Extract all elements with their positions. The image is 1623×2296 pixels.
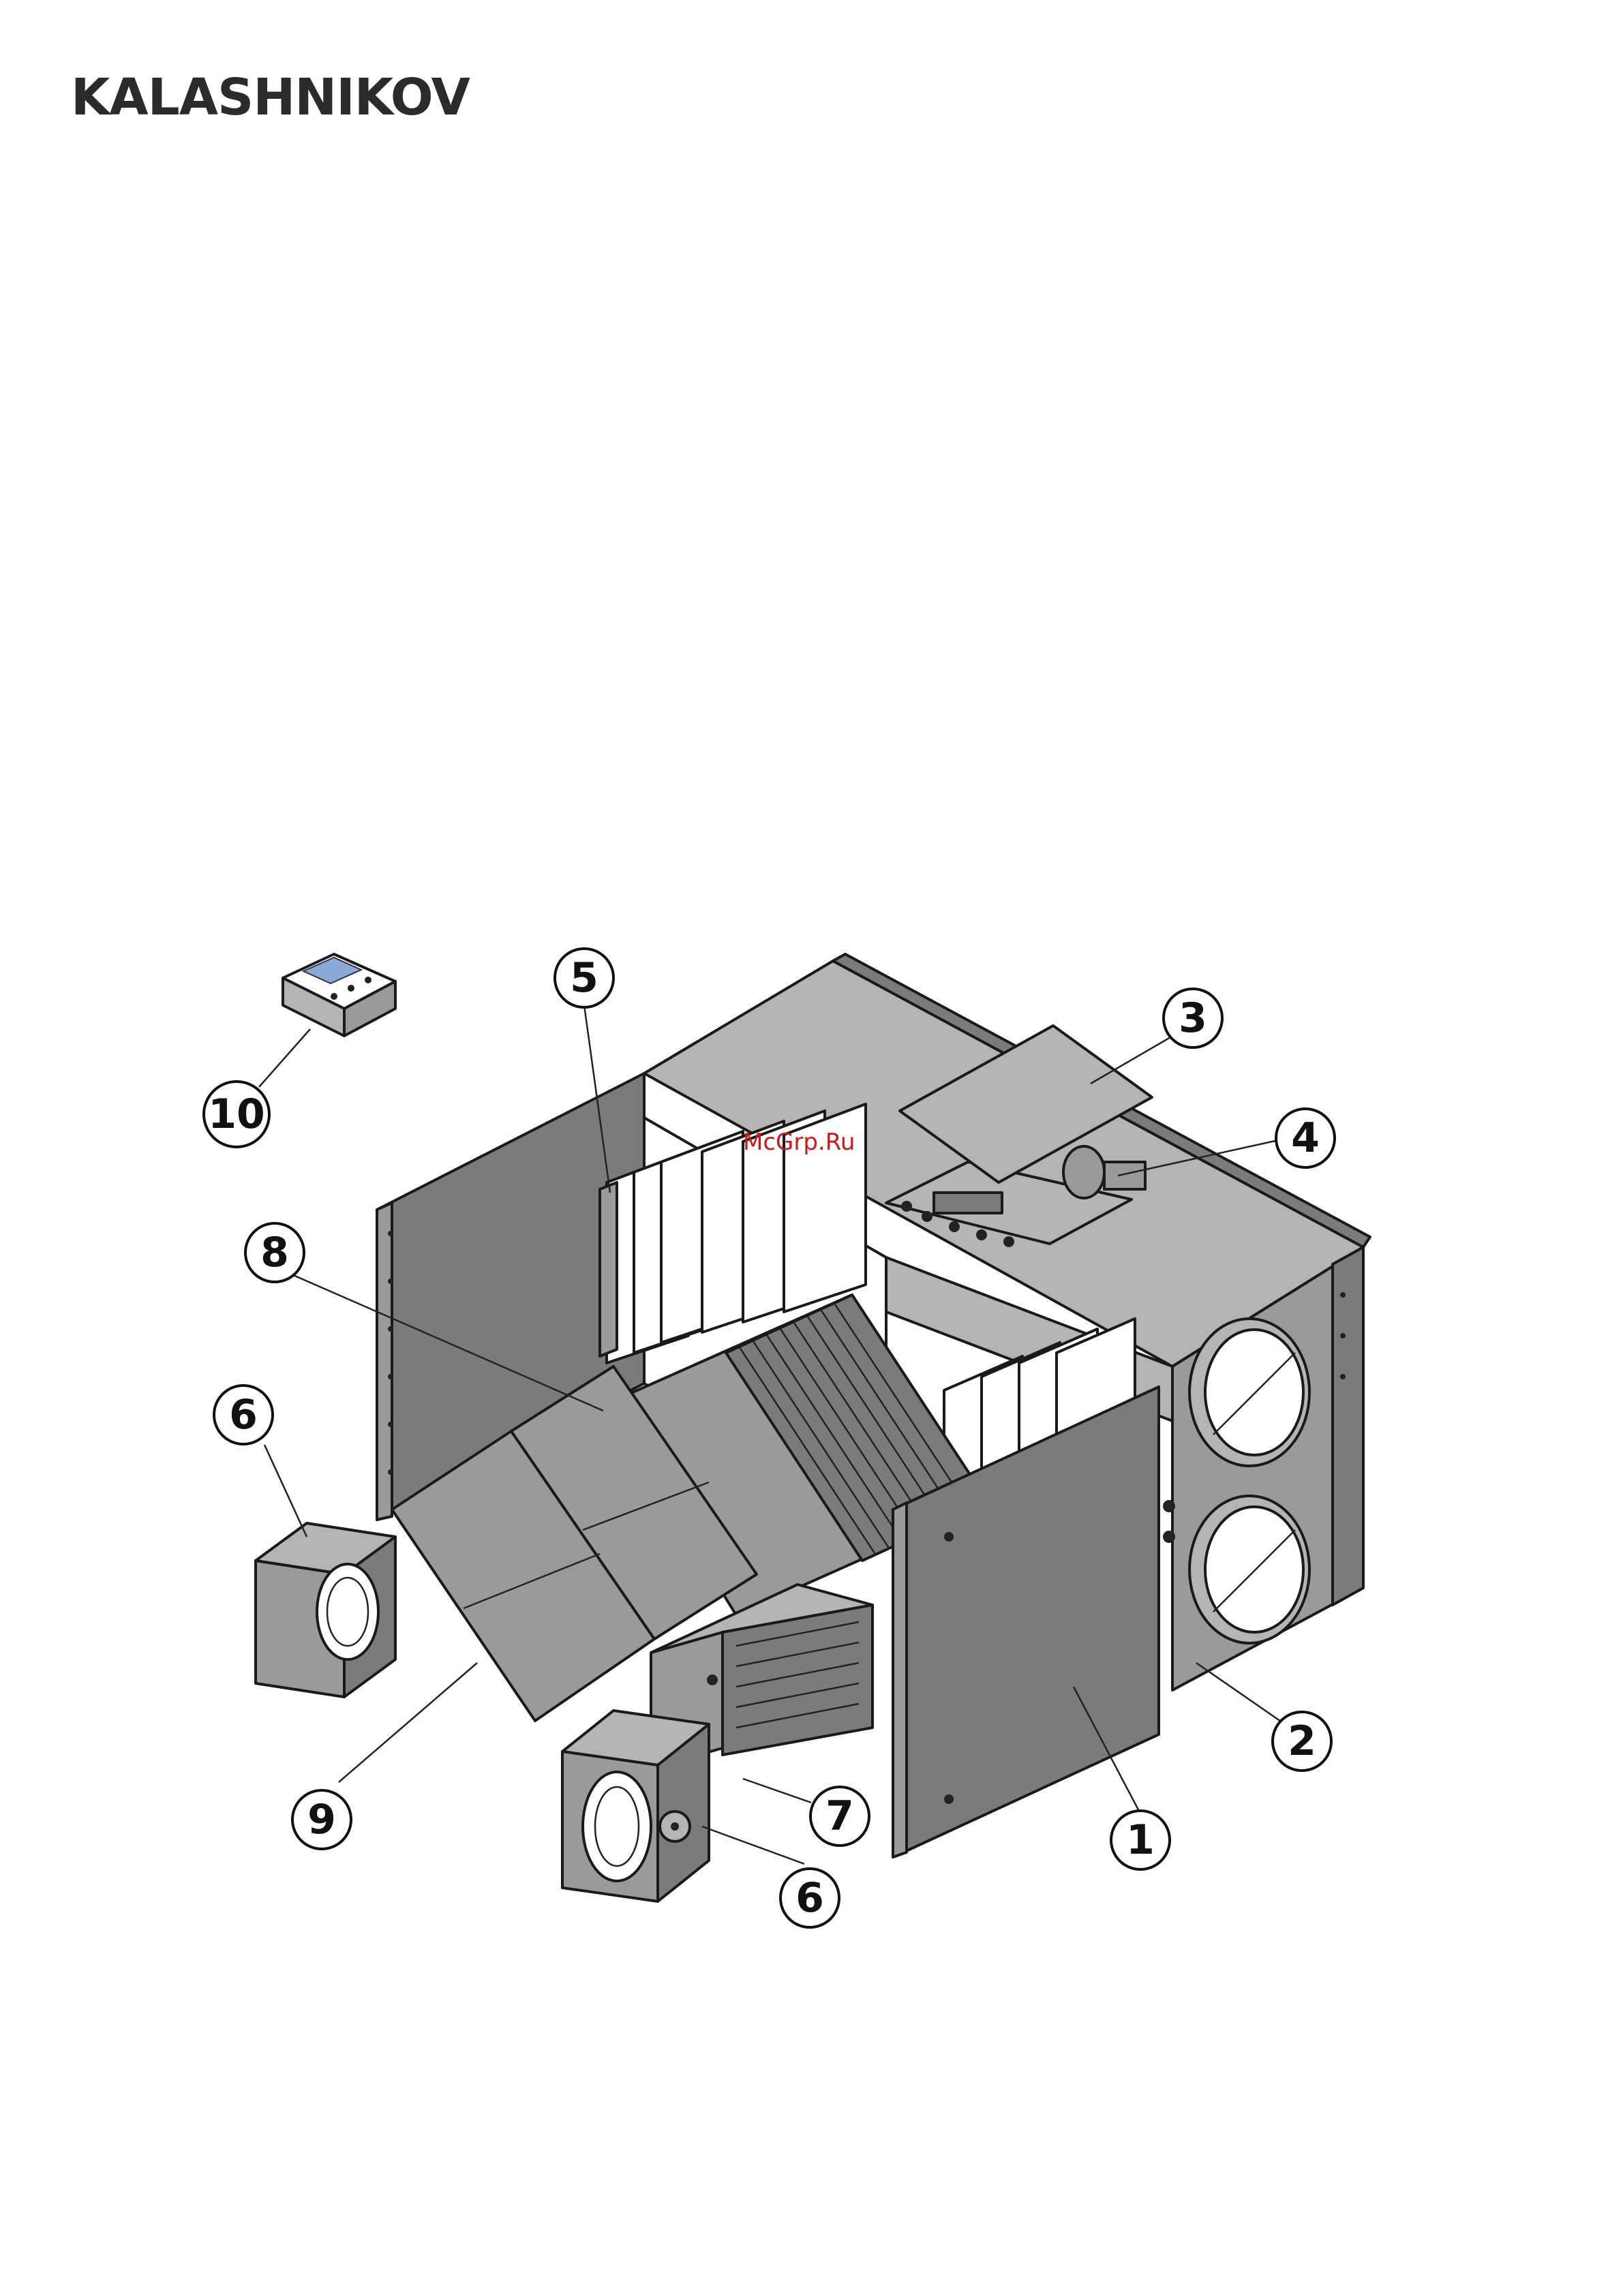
remote-controller <box>283 954 395 1036</box>
callout-9: 9 <box>292 1790 351 1849</box>
callout-label: 3 <box>1179 994 1207 1042</box>
callout-label: 1 <box>1126 1816 1155 1864</box>
callout-1: 1 <box>1111 1811 1170 1869</box>
watermark-text: McGrp.Ru <box>743 1129 855 1156</box>
callout-8: 8 <box>245 1223 304 1282</box>
callout-2: 2 <box>1273 1712 1331 1771</box>
callout-label: 2 <box>1288 1717 1316 1765</box>
fan-module-left <box>256 1523 395 1697</box>
fan-module-right <box>562 1711 709 1901</box>
callout-10: 10 <box>204 1082 269 1147</box>
callout-4: 4 <box>1276 1109 1335 1167</box>
callout-label: 7 <box>825 1792 854 1840</box>
callout-label: 10 <box>208 1090 265 1138</box>
callout-label: 6 <box>795 1874 824 1922</box>
callout-label: 9 <box>307 1796 336 1843</box>
callout-label: 5 <box>570 954 598 1002</box>
callout-6-lower: 6 <box>780 1869 839 1927</box>
callout-label: 6 <box>229 1391 258 1439</box>
callout-label: 8 <box>260 1229 289 1276</box>
callout-7: 7 <box>810 1787 869 1846</box>
callout-5: 5 <box>555 949 613 1007</box>
callout-label: 4 <box>1291 1114 1320 1162</box>
callout-6-upper: 6 <box>214 1386 273 1444</box>
callout-3: 3 <box>1164 989 1222 1047</box>
